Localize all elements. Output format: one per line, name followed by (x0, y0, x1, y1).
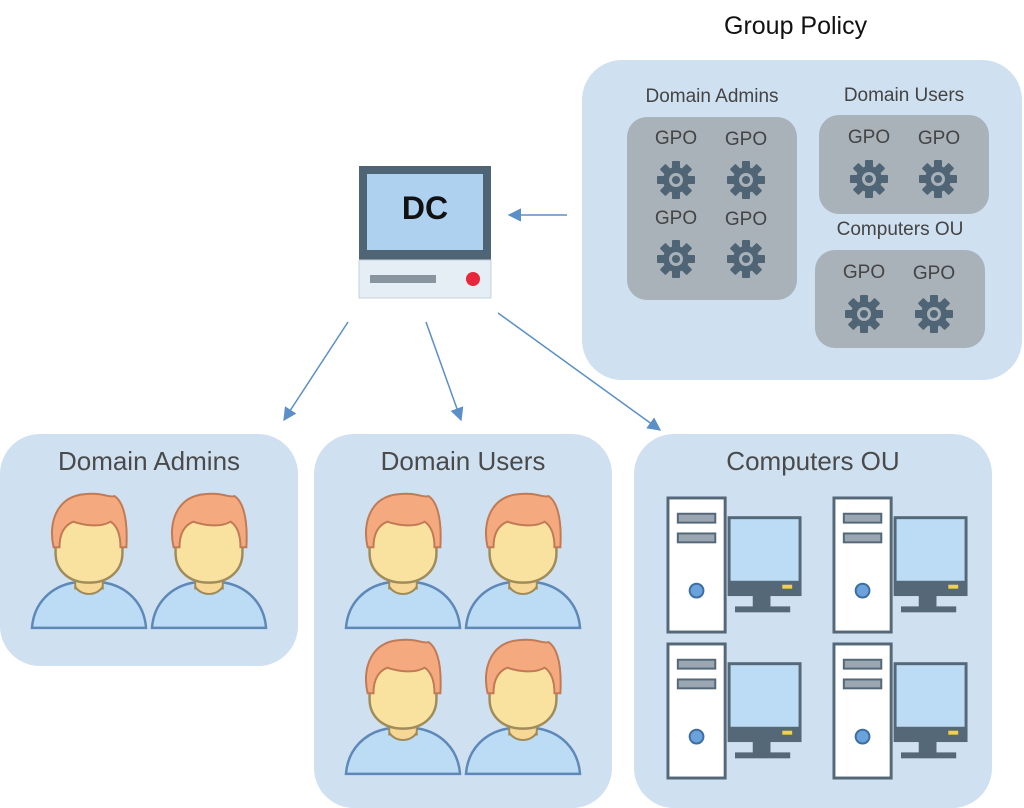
workstation-icon (832, 642, 970, 780)
gpo-label: GPO (654, 128, 698, 149)
dc-label: DC (401, 190, 449, 226)
gpo-label: GPO (724, 129, 768, 150)
domain-users-label: Domain Users (380, 446, 546, 476)
gp-domain-users-label: Domain Users (843, 85, 965, 106)
gpo-label: GPO (724, 209, 768, 230)
gpo-label: GPO (917, 128, 961, 149)
arrow-dc-to-computers-ou (497, 312, 662, 431)
gpo-label: GPO (654, 208, 698, 229)
arrow-dc-to-domain-admins (283, 321, 349, 422)
gpo-label: GPO (912, 263, 956, 284)
user-icon (344, 638, 462, 776)
gp-domain-admins-group (627, 117, 797, 300)
gp-computers-ou-group (815, 250, 985, 348)
computers-ou-label: Computers OU (726, 446, 900, 476)
gp-domain-admins-label: Domain Admins (645, 86, 779, 107)
diagram-title: Group Policy (724, 12, 868, 40)
domain-controller-icon (358, 166, 492, 299)
workstation-icon (666, 642, 804, 780)
domain-admins-label: Domain Admins (57, 446, 241, 476)
gpo-label: GPO (847, 127, 891, 148)
gpo-label: GPO (842, 262, 886, 283)
user-icon (30, 492, 148, 630)
workstation-icon (832, 496, 970, 634)
workstation-icon (666, 496, 804, 634)
user-icon (344, 492, 462, 630)
arrow-dc-to-domain-users (425, 321, 464, 422)
gp-computers-ou-label: Computers OU (836, 219, 964, 240)
user-icon (464, 638, 582, 776)
user-icon (464, 492, 582, 630)
user-icon (150, 492, 268, 630)
gp-domain-users-group (819, 115, 989, 214)
